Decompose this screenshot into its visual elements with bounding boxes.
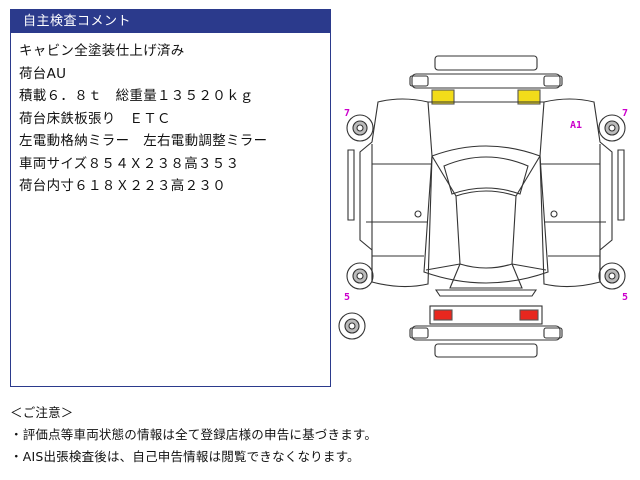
front-left-lamp xyxy=(431,89,455,105)
vehicle-condition-diagram: 7 7 A1 5 5 xyxy=(338,55,628,358)
comment-line: キャビン全塗装仕上げ済み xyxy=(19,43,185,59)
inspection-comment-panel: 自主検査コメント キャビン全塗装仕上げ済み 荷台AU 積載６．８ｔ 総重量１３５… xyxy=(10,9,331,387)
mark-left-rear: 5 xyxy=(344,292,350,303)
mark-right-rear: 5 xyxy=(622,292,628,303)
rear-right-lamp xyxy=(519,309,539,321)
rear-left-wheel xyxy=(346,262,374,290)
comment-body: キャビン全塗装仕上げ済み 荷台AU 積載６．８ｔ 総重量１３５２０ｋｇ 荷台床鉄… xyxy=(19,40,326,198)
front-bumper xyxy=(409,55,563,89)
front-right-lamp xyxy=(517,89,541,105)
vehicle-body-outline xyxy=(347,98,625,297)
front-left-wheel xyxy=(346,114,374,142)
notice-heading: ＜ご注意＞ xyxy=(10,405,74,420)
mark-front-right-detail: A1 xyxy=(570,120,582,131)
notice-line: ・AIS出張検査後は、自己申告情報は閲覧できなくなります。 xyxy=(10,449,360,464)
rear-right-wheel xyxy=(598,262,626,290)
left-mirror-marker xyxy=(414,210,422,218)
front-right-wheel xyxy=(598,114,626,142)
comment-line: 荷台床鉄板張り ＥＴＣ xyxy=(19,110,171,127)
comment-line: 左電動格納ミラー 左右電動調整ミラー xyxy=(19,133,268,149)
mark-left-front: 7 xyxy=(344,108,350,119)
rear-bumper xyxy=(409,325,563,358)
notice-line: ・評価点等車両状態の情報は全て登録店様の申告に基づきます。 xyxy=(10,427,378,442)
comment-line: 荷台内寸６１８Ｘ２２３高２３０ xyxy=(19,178,226,194)
rear-left-lamp xyxy=(433,309,453,321)
mark-right-front: 7 xyxy=(622,108,628,119)
comment-line: 積載６．８ｔ 総重量１３５２０ｋｇ xyxy=(19,88,254,104)
right-mirror-marker xyxy=(550,210,558,218)
notice-section: ＜ご注意＞ ・評価点等車両状態の情報は全て登録店様の申告に基づきます。 ・AIS… xyxy=(10,402,630,468)
spare-wheel xyxy=(338,312,366,340)
comment-line: 荷台AU xyxy=(19,65,67,82)
panel-title: 自主検査コメント xyxy=(11,10,330,33)
rear-panel xyxy=(429,305,543,325)
comment-line: 車両サイズ８５４Ｘ２３８高３５３ xyxy=(19,155,240,172)
